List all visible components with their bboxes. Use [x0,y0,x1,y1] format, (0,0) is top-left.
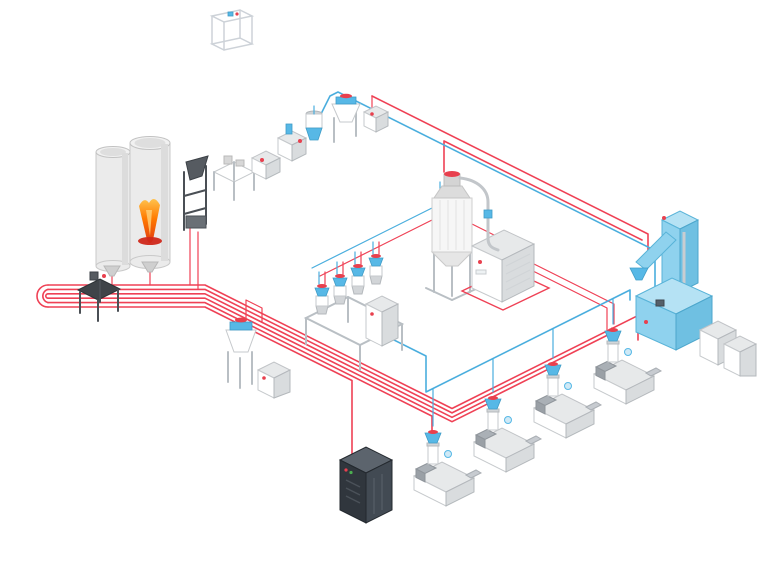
frame-valve-icon [235,12,239,16]
pelletizing-machine [629,210,714,351]
auxiliary-unit-1 [698,320,738,366]
table-item-2 [235,159,245,167]
storage-silo-left [95,146,131,272]
extruder-receiver-icon [444,450,452,458]
overhead-frame [209,9,255,51]
tower-base-box [185,215,207,229]
extruder-hopper-cap [488,396,498,400]
weighing-hopper-cap [340,93,352,99]
table-item-1 [223,155,233,165]
receiver-2-indicator-icon [298,139,302,143]
extruder-receiver-icon [564,382,572,390]
drying-hopper [425,171,493,301]
drying-hopper-cap [444,171,460,177]
cabinet-run-indicator-icon [349,470,353,475]
extruder-hopper-cap [608,328,618,332]
storage-silo-right [129,136,171,269]
receiver-1 [250,150,282,180]
material-pipe-network [36,95,649,466]
receiver-2 [276,123,308,162]
extruder-line-1 [412,430,483,507]
extruder-line-2 [472,396,543,473]
hose-valve [483,209,493,219]
dosing-hopper-stubs [318,241,380,285]
frame-loader-icon [227,11,234,17]
extruder-hopper-cap [428,430,438,434]
dryer-indicator-icon [478,260,482,264]
side-box-indicator-icon [262,376,266,380]
auxiliary-unit-2 [722,335,758,377]
loader-tower [183,155,209,231]
vacuum-loader [305,105,323,141]
dosing-station [303,254,405,371]
tower-hopper [185,155,209,181]
side-hopper-cap [235,317,247,323]
extruder-hopper-cap [548,362,558,366]
dosing-hopper-1 [314,284,330,315]
dosing-hopper-3 [350,264,366,295]
dosing-hopper-4 [368,254,384,285]
silo-flame [138,198,162,245]
central-control-cabinet [338,446,394,524]
cabinet-power-indicator-icon [344,468,348,472]
machine-top-indicator-icon [662,216,666,220]
side-dosing-station [225,317,257,389]
side-control-box [256,361,292,399]
silo-left-outlet-cone [103,265,121,277]
receiver-1-indicator-icon [260,158,264,162]
receiver-2-inlet [285,123,293,135]
machine-panel [655,299,665,307]
vacuum-pipe-drops [432,298,614,427]
extruder-receiver-icon [504,416,512,424]
stand-valve [89,271,99,281]
silo-right-outlet-cone [141,261,159,273]
discharge-stand [76,271,122,322]
dryer-unit [460,229,551,311]
machine-indicator-icon [644,320,648,324]
cabinet-indicator-icon [370,312,374,316]
extruder-line-4 [592,328,663,405]
stand-indicator-icon [102,274,106,278]
dryer-display [475,269,487,275]
prep-table [212,155,256,201]
dosing-hopper-2 [332,274,348,305]
weighing-hopper-station [331,93,361,143]
extruder-receiver-icon [624,348,632,356]
extruder-line-3 [532,362,603,439]
filter-unit [362,105,390,133]
dosing-station-cabinet [364,295,400,347]
filter-indicator-icon [370,112,374,116]
